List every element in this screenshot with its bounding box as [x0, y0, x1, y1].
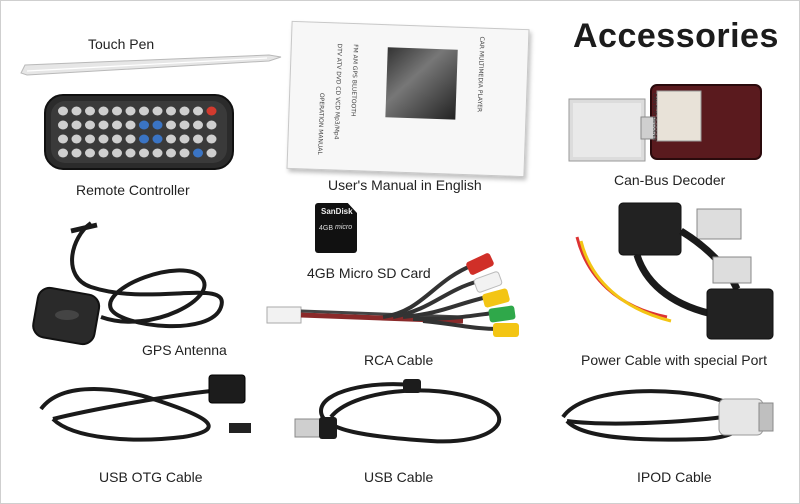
remote-key [193, 148, 203, 158]
item-label-remote-controller: Remote Controller [76, 182, 190, 198]
remote-key [112, 120, 122, 130]
decoder-sticker-text: CAN BUS DECODER [651, 93, 657, 142]
remote-key [112, 106, 122, 116]
remote-key [125, 134, 136, 144]
remote-key [139, 120, 149, 130]
remote-key [112, 148, 122, 158]
usb-otg-cable-icon [39, 374, 251, 442]
item-label-can-bus-decoder: Can-Bus Decoder [614, 172, 726, 188]
usb-cable-icon [294, 379, 502, 444]
manual-cover-title: CAR MULTIMEDIA PLAYER [475, 36, 486, 113]
decoder-icon [568, 84, 762, 162]
remote-key [166, 120, 176, 130]
sd-card-icon: SanDisk 4GB micro [315, 203, 357, 253]
remote-key [71, 120, 82, 130]
remote-key [98, 106, 109, 116]
remote-key [152, 106, 163, 116]
remote-key [179, 120, 190, 130]
sd-card-type: micro [335, 224, 353, 231]
remote-key [152, 134, 163, 144]
remote-key [71, 106, 82, 116]
item-label-touch-pen: Touch Pen [88, 36, 155, 52]
page-title: Accessories [573, 17, 779, 55]
remote-key [58, 106, 68, 116]
remote-key [58, 120, 68, 130]
remote-key [139, 106, 149, 116]
remote-key [112, 134, 122, 144]
remote-key [58, 134, 68, 144]
item-label-micro-sd-card: 4GB Micro SD Card [307, 265, 431, 281]
remote-key [193, 106, 203, 116]
remote-key [85, 106, 95, 116]
remote-key [98, 134, 109, 144]
remote-key [98, 148, 109, 158]
manual-icon: CAR MULTIMEDIA PLAYER FM AM GPS BLUETOOT… [286, 20, 530, 178]
remote-key [58, 148, 68, 158]
remote-key [152, 148, 163, 158]
touch-pen-icon [20, 54, 282, 76]
manual-cover-photo [385, 47, 458, 120]
item-label-ipod-cable: IPOD Cable [637, 469, 712, 485]
remote-key [125, 120, 136, 130]
remote-key [193, 120, 203, 130]
remote-key [98, 120, 109, 130]
remote-key [206, 134, 217, 144]
remote-key [166, 106, 176, 116]
remote-key [125, 106, 136, 116]
remote-key [206, 120, 217, 130]
ipod-cable-icon [561, 389, 774, 442]
item-label-usb-otg-cable: USB OTG Cable [99, 469, 203, 485]
remote-key [85, 148, 95, 158]
remote-key [125, 148, 136, 158]
item-label-usb-cable: USB Cable [364, 469, 434, 485]
manual-cover-footer: OPERATION MANUAL [316, 92, 326, 155]
item-label-rca-cable: RCA Cable [364, 352, 434, 368]
remote-key [85, 120, 95, 130]
manual-cover-features-2: DTV ATV DVD CD VCD Mp3/Mp4 [332, 43, 343, 140]
remote-key [179, 106, 190, 116]
remote-key [152, 120, 163, 130]
remote-key [71, 148, 82, 158]
remote-key [71, 134, 82, 144]
remote-key [166, 134, 176, 144]
remote-key [139, 148, 149, 158]
remote-key [179, 148, 190, 158]
remote-key [206, 106, 217, 116]
remote-icon [44, 94, 234, 170]
gps-antenna-icon [32, 221, 224, 346]
rca-cable-icon [266, 253, 519, 337]
manual-cover-features-1: FM AM GPS BLUETOOTH [349, 44, 359, 117]
power-cable-icon [575, 202, 774, 340]
sd-card-capacity: 4GB [319, 225, 334, 232]
remote-key [85, 134, 95, 144]
remote-key [193, 134, 203, 144]
remote-key [179, 134, 190, 144]
sd-card-brand: SanDisk [321, 207, 353, 216]
item-label-users-manual: User's Manual in English [328, 177, 482, 193]
item-label-gps-antenna: GPS Antenna [142, 342, 227, 358]
remote-key [139, 134, 149, 144]
item-label-power-cable: Power Cable with special Port [581, 352, 767, 368]
remote-key [206, 148, 217, 158]
remote-key [166, 148, 176, 158]
